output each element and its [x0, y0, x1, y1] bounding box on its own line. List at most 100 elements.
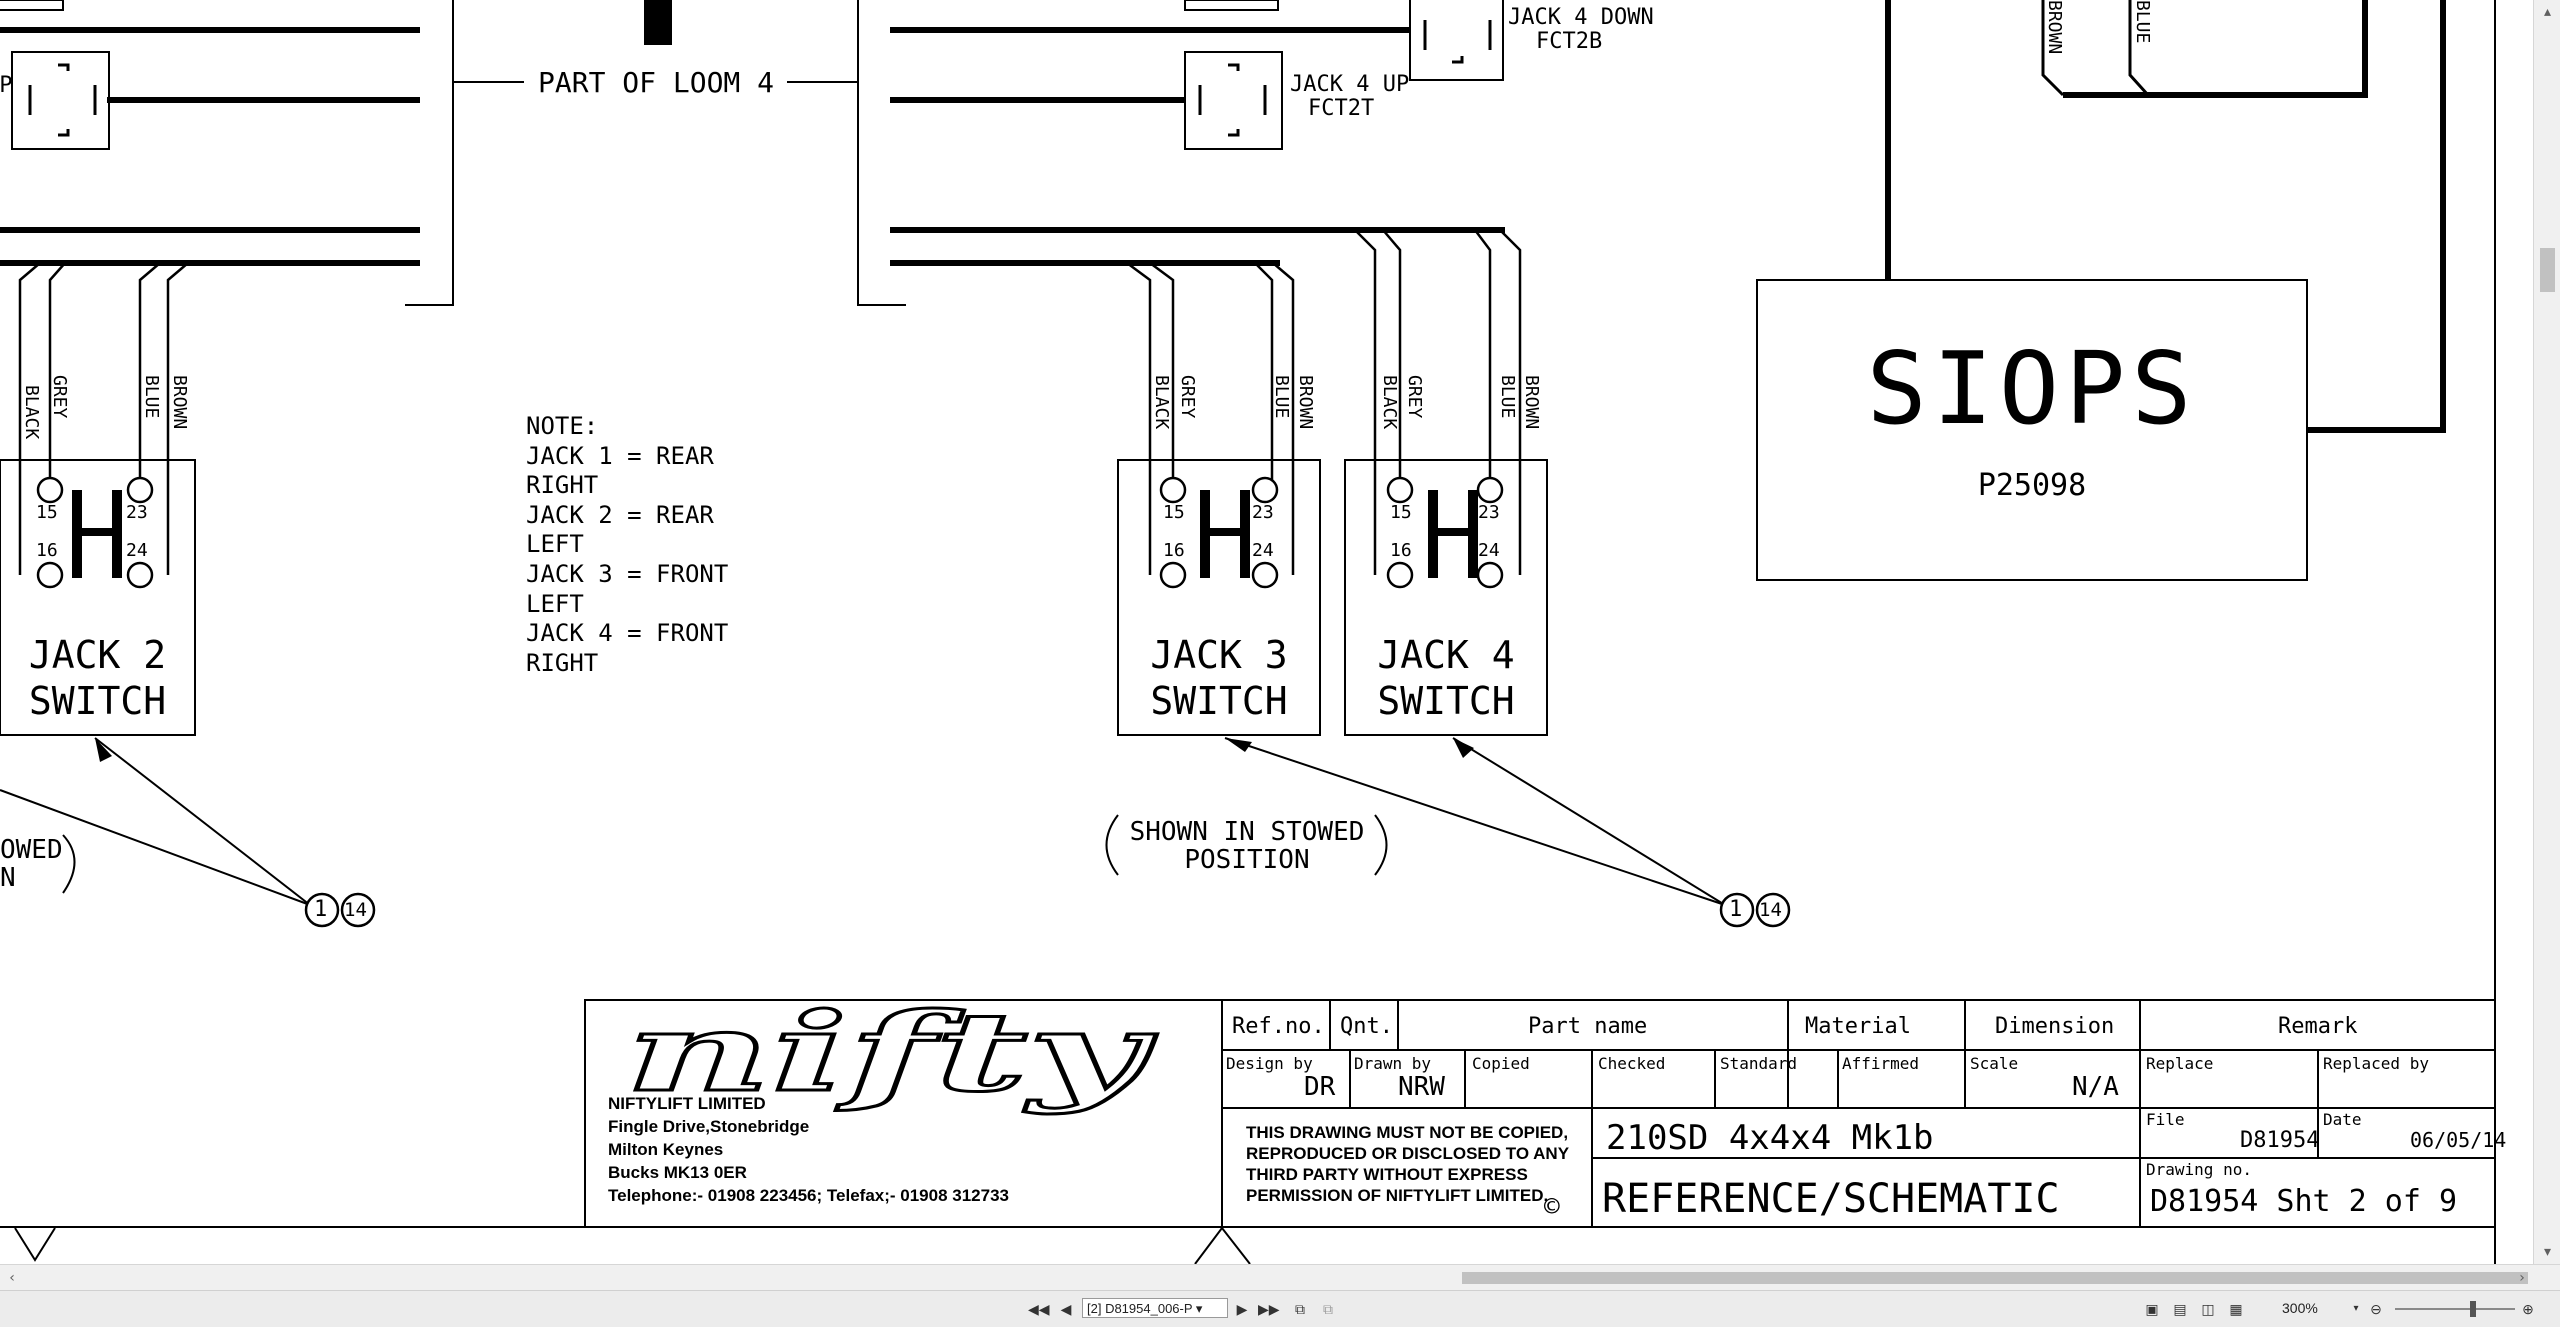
copy-notice: THIS DRAWING MUST NOT BE COPIED, REPRODU… — [1246, 1122, 1569, 1206]
company-address: NIFTYLIFT LIMITED Fingle Drive,Stonebrid… — [608, 1092, 1009, 1207]
value-date: 06/05/14 — [2410, 1128, 2507, 1152]
note-line: LEFT — [526, 530, 584, 559]
siops-title: SIOPS — [1866, 330, 2198, 447]
schematic-drawing: nifty — [0, 0, 2496, 1264]
layout-tab-select[interactable]: [2] D81954_006-P ▾ — [1082, 1298, 1228, 1318]
note-line: NOTE: — [526, 412, 599, 440]
wire-blue-label: BLUE — [1497, 375, 1518, 419]
pin-label: 24 — [1252, 540, 1274, 561]
label-file: File — [2146, 1110, 2185, 1129]
jack4-switch-label: JACK 4 SWITCH — [1345, 632, 1547, 724]
value-drawing-no: D81954 Sht 2 of 9 — [2150, 1184, 2458, 1219]
siops-part-number: P25098 — [1977, 468, 2087, 503]
pin-label: 23 — [1478, 502, 1500, 523]
pin-label: 16 — [1163, 540, 1185, 561]
layout-tab-label: [2] D81954_006-P — [1087, 1301, 1193, 1316]
vertical-scroll-thumb[interactable] — [2540, 248, 2555, 292]
wire-brown-label: BROWN — [1295, 375, 1316, 430]
jack4-down-code: FCT2B — [1536, 29, 1603, 54]
continuous-view-icon[interactable]: ▤ — [2173, 1301, 2187, 1317]
first-page-icon[interactable]: ◀◀ — [1028, 1301, 1050, 1317]
label-design-by: Design by — [1226, 1054, 1313, 1073]
wire-black-label: BLACK — [1151, 375, 1172, 430]
pin-label: 15 — [1163, 502, 1185, 523]
prev-page-icon[interactable]: ◀ — [1060, 1301, 1072, 1317]
drawing-title-line2: REFERENCE/SCHEMATIC — [1602, 1176, 2060, 1222]
book-view-icon[interactable]: ▦ — [2229, 1301, 2243, 1317]
horizontal-scroll-thumb[interactable] — [1462, 1272, 2528, 1284]
zoom-in-icon[interactable]: ⊕ — [2522, 1301, 2534, 1317]
zoom-slider[interactable] — [2395, 1308, 2515, 1310]
stowed-line2: POSITION — [1184, 845, 1310, 875]
zoom-out-icon[interactable]: ⊖ — [2370, 1301, 2382, 1317]
single-page-view-icon[interactable]: ▣ — [2145, 1301, 2159, 1317]
value-scale: N/A — [2072, 1072, 2119, 1102]
balloon-item: 1 — [1729, 897, 1743, 922]
two-page-view-icon[interactable]: ◫ — [2201, 1301, 2215, 1317]
balloon-item: 14 — [1759, 899, 1782, 921]
stowed-partial-line1: OWED — [0, 835, 63, 865]
switch-label-line1: JACK 4 — [1377, 633, 1515, 677]
switch-label-line2: SWITCH — [1377, 679, 1515, 723]
jack-note: NOTE: JACK 1 = REAR RIGHT JACK 2 = REAR … — [526, 412, 728, 678]
wire-brown-label: BROWN — [1521, 375, 1542, 430]
zoom-slider-thumb[interactable] — [2470, 1301, 2476, 1317]
next-page-icon[interactable]: ▶ — [1236, 1301, 1248, 1317]
wire-blue-label: BLUE — [141, 375, 162, 419]
wire-grey-label: GREY — [49, 375, 70, 419]
wire-black-label: BLACK — [1379, 375, 1400, 430]
scroll-left-icon[interactable]: ‹ — [9, 1270, 15, 1286]
scroll-down-icon[interactable]: ▾ — [2543, 1244, 2552, 1260]
stowed-line1: SHOWN IN STOWED — [1129, 817, 1365, 847]
pin-label: 23 — [126, 502, 148, 523]
note-line: LEFT — [526, 589, 584, 618]
header-dimension: Dimension — [1995, 1014, 2115, 1039]
label-scale: Scale — [1970, 1054, 2019, 1073]
copy-layout-icon[interactable]: ⧉ — [1295, 1301, 1305, 1317]
page-view-icon[interactable]: ⧉ — [1323, 1301, 1333, 1317]
wire-blue-label: BLUE — [2132, 0, 2153, 44]
jack4-up-label: JACK 4 UP FCT2T — [1290, 73, 1409, 121]
wire-grey-label: GREY — [1404, 375, 1425, 419]
label-affirmed: Affirmed — [1842, 1054, 1920, 1073]
wire-brown-label: BROWN — [169, 375, 190, 430]
company-line: Bucks MK13 0ER — [608, 1163, 747, 1182]
last-page-icon[interactable]: ▶▶ — [1258, 1301, 1280, 1317]
scroll-right-icon[interactable]: › — [2519, 1270, 2525, 1286]
wire-grey-label: GREY — [1177, 375, 1198, 419]
jack4-up-code: FCT2T — [1308, 96, 1375, 121]
zoom-value[interactable]: 300% — [2282, 1300, 2318, 1316]
scroll-up-icon[interactable]: ▴ — [2543, 4, 2552, 20]
wire-brown-label: BROWN — [2044, 0, 2065, 55]
label-replaced-by: Replaced by — [2323, 1054, 2429, 1073]
nifty-logo: nifty — [625, 990, 1157, 1116]
balloon-item: 14 — [344, 899, 367, 921]
jack4-down-label: JACK 4 DOWN FCT2B — [1508, 6, 1654, 54]
label-checked: Checked — [1598, 1054, 1666, 1073]
pin-label: 24 — [1478, 540, 1500, 561]
label-standard: Standard — [1720, 1054, 1798, 1073]
jack2-switch-label: JACK 2 SWITCH — [0, 632, 195, 724]
switch-label-line1: JACK 3 — [1150, 633, 1288, 677]
company-line: Milton Keynes — [608, 1140, 724, 1159]
stowed-partial-line2: N — [0, 863, 16, 893]
label-drawing-no: Drawing no. — [2146, 1160, 2252, 1179]
label-date: Date — [2323, 1110, 2362, 1129]
note-line: JACK 1 = REAR — [526, 441, 714, 470]
vertical-scrollbar[interactable]: ▴ ▾ — [2533, 0, 2560, 1264]
note-line: JACK 4 = FRONT — [526, 619, 729, 648]
drawing-canvas[interactable]: nifty PART OF LOOM 4 JACK 4 DOWN FCT2B J… — [0, 0, 2533, 1264]
pin-label: 23 — [1252, 502, 1274, 523]
switch-label-line2: SWITCH — [1150, 679, 1288, 723]
company-line: Fingle Drive,Stonebridge — [608, 1117, 810, 1136]
zoom-dropdown-icon[interactable]: ▾ — [2353, 1303, 2359, 1314]
label-replace: Replace — [2146, 1054, 2214, 1073]
horizontal-scrollbar[interactable]: ‹ › — [0, 1264, 2560, 1291]
company-line: Telephone:- 01908 223456; Telefax;- 0190… — [608, 1186, 1009, 1205]
copy-notice-line: THIS DRAWING MUST NOT BE COPIED, — [1246, 1123, 1569, 1142]
jack4-down-name: JACK 4 DOWN — [1508, 5, 1654, 30]
label-copied: Copied — [1472, 1054, 1530, 1073]
loom-label: PART OF LOOM 4 — [538, 66, 775, 99]
pin-label: 15 — [36, 502, 58, 523]
header-ref-no: Ref.no. — [1232, 1014, 1325, 1039]
